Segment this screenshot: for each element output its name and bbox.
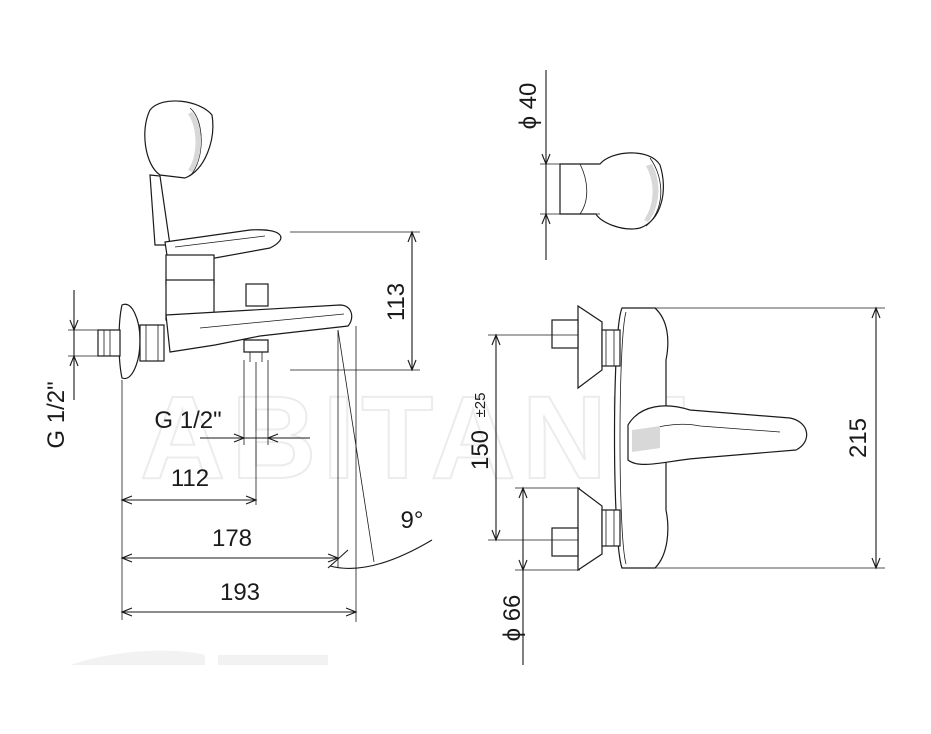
label-178: 178 xyxy=(212,525,252,552)
dimension-113: 113 xyxy=(290,230,420,372)
label-193: 193 xyxy=(220,579,260,606)
diverter-knob xyxy=(245,283,269,307)
front-view: 150 ±25 215 ϕ 66 xyxy=(467,304,885,665)
shower-head-detail: ϕ 40 xyxy=(515,70,664,260)
cartridge-body xyxy=(165,254,215,321)
label-diameter-40: ϕ 40 xyxy=(515,83,542,130)
lever-handle xyxy=(164,229,282,263)
label-angle: 9° xyxy=(401,507,424,534)
label-inlet-thread: G 1/2" xyxy=(43,381,70,448)
hand-shower-head xyxy=(144,100,214,179)
dimension-178: 178 xyxy=(120,330,340,568)
dimension-centers: 150 ±25 xyxy=(467,333,578,542)
upper-inlet xyxy=(551,304,621,390)
label-113: 113 xyxy=(383,283,410,321)
label-215: 215 xyxy=(845,418,872,458)
wall-connection xyxy=(97,303,165,380)
label-112: 112 xyxy=(171,465,209,492)
dimension-inlet-thread: G 1/2" xyxy=(43,290,100,449)
hand-shower-handle xyxy=(149,174,171,246)
label-diameter-66: ϕ 66 xyxy=(499,595,526,642)
label-centers-tolerance: ±25 xyxy=(472,393,489,418)
lower-inlet xyxy=(551,486,621,572)
faint-bar xyxy=(218,655,328,665)
label-outlet-thread: G 1/2" xyxy=(154,407,221,434)
dimension-diameter-66: ϕ 66 xyxy=(499,486,580,665)
side-view: 113 G 1/2" G 1/2" 112 xyxy=(43,100,433,622)
spout xyxy=(165,304,353,362)
dimension-215: 215 xyxy=(655,306,885,570)
dimension-193: 193 xyxy=(120,326,358,622)
dimension-112: 112 xyxy=(120,362,258,620)
faint-mark xyxy=(70,650,205,665)
label-centers: 150 xyxy=(467,430,494,470)
lever-front xyxy=(627,405,808,465)
dimension-angle: 9° xyxy=(327,329,433,569)
dimension-outlet-thread: G 1/2" xyxy=(154,360,310,445)
